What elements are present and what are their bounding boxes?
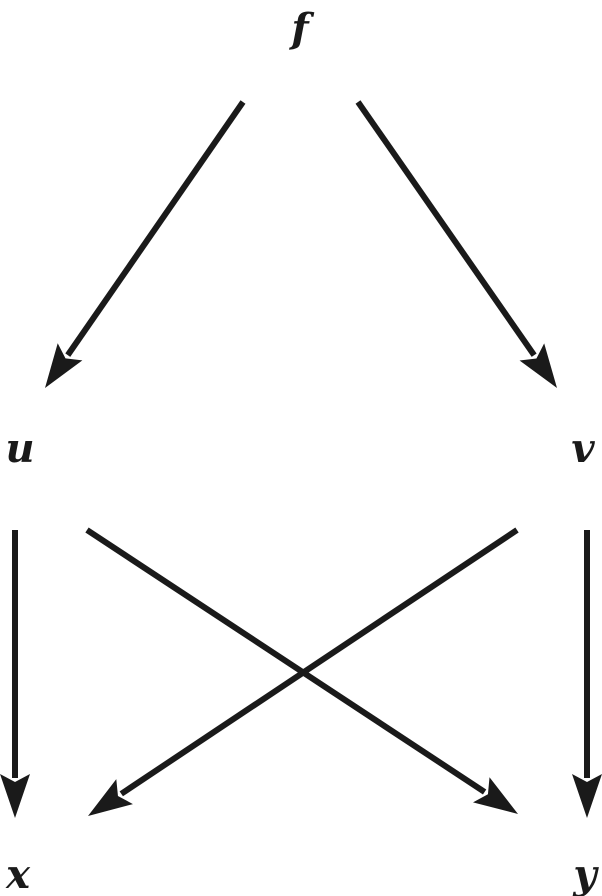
node-y: y [572, 851, 599, 896]
arrowhead-f-v [519, 343, 557, 388]
arrowhead-u-y [473, 777, 518, 814]
edges [0, 100, 602, 818]
edge-v-x [119, 527, 519, 797]
edge-f-v [355, 100, 537, 357]
arrowhead-u-x [0, 774, 30, 818]
node-x: x [5, 851, 31, 896]
node-v: v [571, 425, 595, 472]
node-u: u [5, 425, 34, 472]
arrowhead-v-x [88, 779, 133, 816]
arrowhead-f-u [45, 343, 83, 388]
node-f: f [288, 5, 314, 52]
edge-f-u [65, 100, 246, 357]
edge-u-y [85, 527, 487, 795]
arrowhead-v-y [572, 774, 602, 818]
